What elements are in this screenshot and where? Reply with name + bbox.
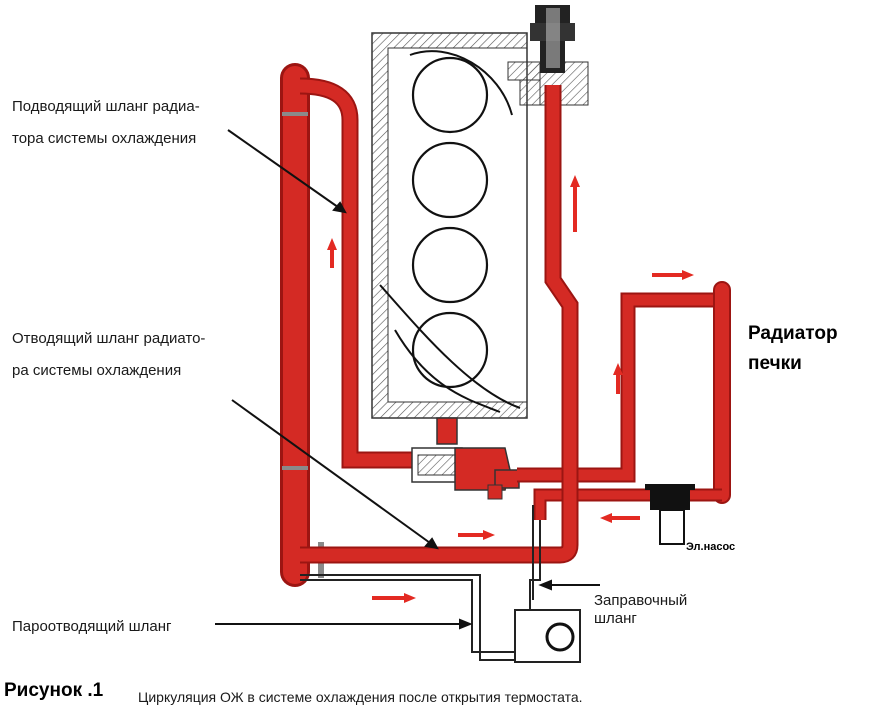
- heater-radiator-label-line-1: Радиатор: [748, 323, 838, 344]
- return-hose-label-line-1: Отводящий шланг радиато-: [12, 330, 206, 347]
- electric-pump-label: Эл.насос: [686, 541, 736, 553]
- heater-radiator-label-line-2: печки: [748, 353, 802, 374]
- flow-arrow-icon: [458, 530, 495, 540]
- supply-hose-label-line-1: Подводящий шланг радиа-: [12, 98, 200, 115]
- flow-arrow-icon: [600, 513, 640, 523]
- return-hose-label-line-2: ра системы охлаждения: [12, 362, 182, 379]
- radiator-pipe: [280, 63, 324, 587]
- cylinder-icon: [411, 56, 489, 134]
- flow-arrow-icon: [327, 238, 337, 268]
- vapor-hose-label: Пароотводящий шланг: [12, 618, 172, 635]
- engine-top-valve-icon: [530, 5, 575, 73]
- filler-hose-label-line-2: шланг: [594, 610, 637, 627]
- filler-hose: [529, 520, 541, 610]
- filler-hose-label-line-1: Заправочный: [594, 592, 688, 609]
- flow-arrows: [327, 175, 694, 603]
- electric-pump-icon: [645, 484, 695, 545]
- cylinder-icon: [411, 141, 489, 219]
- supply-hose-label-line-2: тора системы охлаждения: [12, 130, 197, 147]
- expansion-tank-icon: [514, 609, 581, 663]
- vapor-hose: [300, 574, 515, 661]
- cylinder-icon: [411, 311, 489, 389]
- flow-arrow-icon: [372, 593, 416, 603]
- cylinder-icon: [411, 226, 489, 304]
- flow-arrow-icon: [613, 363, 623, 394]
- engine-block: [371, 32, 589, 419]
- thermostat-icon: [411, 417, 520, 500]
- flow-arrow-icon: [570, 175, 580, 232]
- figure-caption-title: Рисунок .1: [4, 680, 104, 701]
- leader-lines: [215, 129, 600, 630]
- flow-arrow-icon: [652, 270, 694, 280]
- figure-caption-text: Циркуляция ОЖ в системе охлаждения после…: [138, 689, 583, 705]
